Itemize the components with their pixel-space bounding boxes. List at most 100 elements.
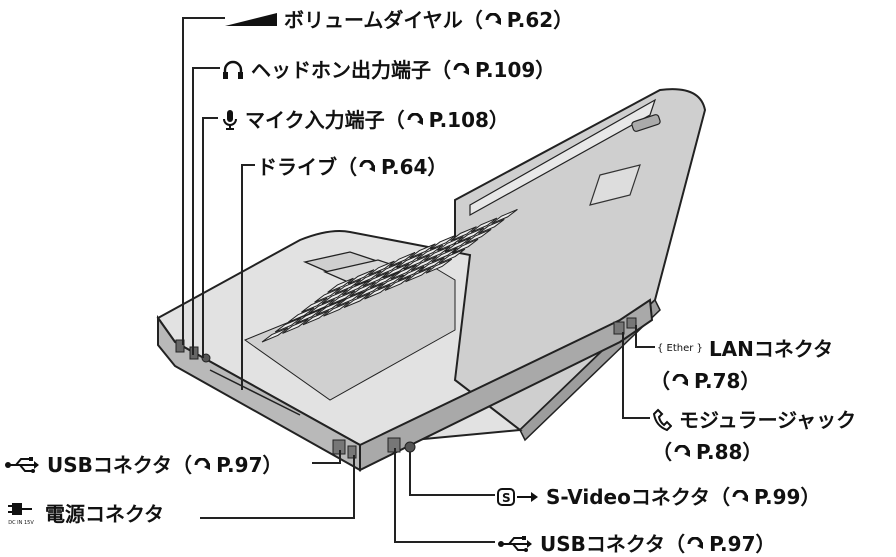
- keyboard-key: [315, 300, 343, 316]
- leader-volume: [182, 17, 225, 345]
- keyboard-key: [342, 280, 369, 296]
- reference-arrow-icon: [674, 444, 690, 457]
- callout-headphone-page: P.109）: [474, 57, 556, 82]
- keyboard-key: [410, 255, 438, 272]
- callout-drive-page: P.64）: [381, 154, 448, 179]
- callout-modular-text: モジュラージャック: [678, 407, 857, 432]
- leader-usb-bottom: [394, 448, 495, 543]
- volume-wedge-icon: [225, 12, 277, 26]
- callout-volume-text: ボリュームダイヤル（: [283, 7, 483, 32]
- callout-lan-text: LANコネクタ: [708, 336, 834, 361]
- reference-arrow-icon: [407, 112, 423, 125]
- keyboard-key: [403, 254, 430, 270]
- callout-modular-ref-open: （: [652, 439, 672, 464]
- keyboard-key: [314, 287, 341, 303]
- callout-lan-page: P.78）: [694, 368, 761, 393]
- callout-headphone-text: ヘッドホン出力端子（: [250, 57, 451, 82]
- keyboard-key: [369, 273, 397, 289]
- lid-latch: [631, 114, 661, 132]
- reference-arrow-icon: [453, 62, 469, 75]
- callout-volume: ボリュームダイヤル（ P.62）: [225, 6, 573, 32]
- keyboard-key: [295, 308, 322, 324]
- callout-drive-text: ドライブ（: [257, 154, 357, 179]
- keyboard-key: [334, 279, 362, 295]
- callout-lan-ref-open: （: [650, 368, 670, 393]
- keyboard-key: [478, 218, 505, 234]
- keyboard-key: [282, 318, 309, 334]
- keyboard-key: [274, 317, 302, 333]
- keyboard-key: [261, 327, 289, 343]
- callout-svideo-page: P.99）: [754, 484, 821, 509]
- reference-arrow-icon: [485, 12, 501, 25]
- leader-mic: [202, 117, 218, 358]
- keyboard-key: [450, 226, 477, 242]
- keyboard-key: [321, 289, 348, 305]
- keyboard-key: [418, 257, 445, 273]
- keyboard-key: [465, 228, 492, 244]
- reference-arrow-icon: [194, 457, 211, 470]
- keyboard-key: [328, 290, 356, 306]
- lid-logo: [589, 164, 641, 206]
- keyboard-key: [356, 283, 384, 299]
- leader-modular: [622, 332, 650, 419]
- keyboard-key: [336, 291, 363, 307]
- leader-lan: [635, 325, 655, 348]
- keyboard-key: [429, 234, 457, 250]
- keyboard-key: [355, 270, 382, 286]
- keyboard-key: [438, 248, 466, 264]
- callout-headphone: ヘッドホン出力端子（ P.109）: [222, 56, 555, 82]
- callout-mic-page: P.108）: [428, 107, 509, 132]
- keyboard-key: [287, 307, 315, 323]
- keyboard-key: [437, 236, 464, 252]
- callout-lan: { Ether }LANコネクタ: [657, 335, 833, 361]
- callout-usb-bottom-text: USBコネクタ（: [539, 531, 686, 556]
- leader-headphone: [192, 67, 220, 355]
- keyboard-key: [451, 238, 479, 254]
- reference-arrow-icon: [687, 536, 704, 549]
- callout-volume-page: P.62）: [506, 7, 574, 32]
- keyboard-key: [405, 267, 432, 283]
- usb-icon: [498, 535, 532, 552]
- side-lan-port: [613, 321, 625, 335]
- callout-usb-bottom-page: P.97）: [709, 531, 776, 556]
- callout-svideo: S S-Videoコネクタ（ P.99）: [497, 483, 820, 509]
- leader-usb-left: [312, 450, 341, 464]
- keyboard-key: [388, 251, 416, 268]
- callout-usb-bottom: USBコネクタ（ P.97）: [497, 530, 775, 556]
- drive-slot: [209, 369, 301, 416]
- keyboard-key: [491, 208, 518, 225]
- callout-modular: モジュラージャック: [652, 406, 856, 432]
- keyboard-key: [302, 310, 330, 326]
- keyboard-key: [409, 243, 436, 259]
- svg-text:S: S: [502, 491, 511, 505]
- side-modem-port: [626, 317, 637, 329]
- leader-power: [200, 455, 355, 519]
- keyboard-key: [362, 271, 389, 287]
- callout-svideo-text: S-Videoコネクタ（: [545, 484, 731, 509]
- keyboard-key: [383, 263, 410, 279]
- power-icon-caption: DC IN 15V: [8, 520, 34, 526]
- power-plug-icon: DC IN 15V: [4, 500, 38, 528]
- callout-modular-ref: （P.88）: [652, 438, 762, 464]
- keyboard-key: [327, 277, 354, 293]
- reference-arrow-icon: [359, 159, 375, 172]
- keyboard-key: [368, 260, 395, 276]
- s-video-icon: S: [497, 487, 538, 506]
- keyboard-key: [343, 292, 371, 309]
- keyboard-key: [424, 246, 451, 262]
- callout-usb-left-text: USBコネクタ（: [46, 452, 193, 477]
- callout-drive: ドライブ（ P.64）: [257, 153, 447, 179]
- keyboard-key: [397, 265, 425, 281]
- keyboard-key: [301, 297, 328, 313]
- keyboard-key: [396, 253, 423, 269]
- keyboard-key: [431, 247, 458, 263]
- usb-icon: [5, 456, 39, 473]
- keyboard-key: [444, 237, 471, 253]
- keyboard-key: [425, 258, 453, 274]
- leader-drive: [241, 164, 255, 390]
- headphone-icon: [223, 60, 243, 79]
- callout-lan-ref: （ P.78）: [650, 367, 760, 393]
